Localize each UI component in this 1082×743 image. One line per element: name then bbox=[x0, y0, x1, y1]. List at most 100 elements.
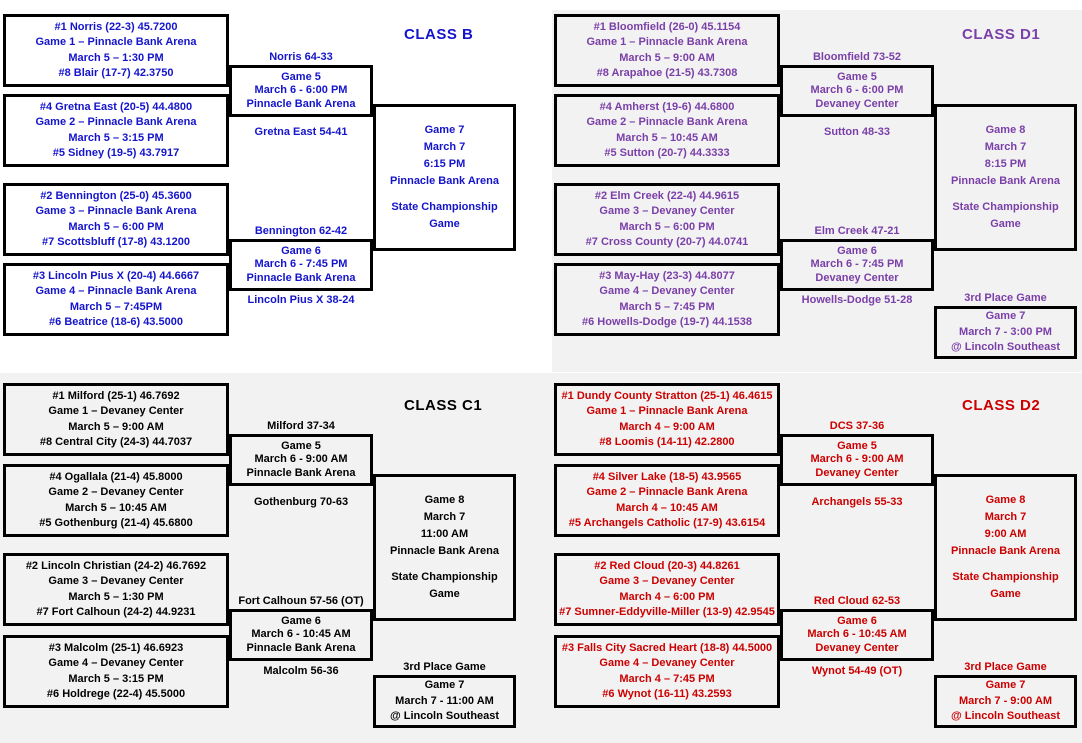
semifinal-box-game-6[interactable]: Game 6 March 6 - 10:45 AM Devaney Center bbox=[780, 609, 934, 661]
team-box-game-2[interactable]: #4 Ogallala (21-4) 45.8000 Game 2 – Deva… bbox=[3, 464, 229, 537]
semifinal-box-game-6[interactable]: Game 6 March 6 - 7:45 PM Devaney Center bbox=[780, 239, 934, 291]
team-line: Game 2 – Pinnacle Bank Arena bbox=[586, 486, 748, 499]
team-line: #8 Loomis (14-11) 42.2800 bbox=[599, 435, 735, 448]
semifinal-line: Game 6 bbox=[837, 244, 877, 257]
team-box-game-4[interactable]: #3 Malcolm (25-1) 46.6923 Game 4 – Devan… bbox=[3, 635, 229, 708]
final-subtitle-line: Game bbox=[429, 588, 460, 601]
winner-qf4: Wynot 54-49 (OT) bbox=[811, 665, 903, 677]
third-place-line: Game 7 bbox=[985, 309, 1026, 322]
team-line: #3 Lincoln Pius X (20-4) 44.6667 bbox=[32, 270, 200, 283]
winner-qf1: DCS 37-36 bbox=[829, 420, 885, 432]
team-line: #7 Scottsbluff (17-8) 43.1200 bbox=[42, 235, 190, 248]
team-box-game-4[interactable]: #3 May-Hay (23-3) 44.8077 Game 4 – Devan… bbox=[554, 263, 780, 336]
team-box-game-4[interactable]: #3 Lincoln Pius X (20-4) 44.6667 Game 4 … bbox=[3, 263, 229, 336]
winner-qf4: Lincoln Pius X 38-24 bbox=[247, 294, 355, 306]
final-subtitle-line: Game bbox=[429, 218, 460, 231]
final-box-game-7[interactable]: Game 7 March 7 6:15 PM Pinnacle Bank Are… bbox=[373, 104, 516, 251]
winner-qf1: Bloomfield 73-52 bbox=[812, 51, 902, 63]
class-title-c1: CLASS C1 bbox=[404, 397, 483, 414]
team-box-game-3[interactable]: #2 Red Cloud (20-3) 44.8261 Game 3 – Dev… bbox=[554, 553, 780, 626]
semifinal-box-game-6[interactable]: Game 6 March 6 - 7:45 PM Pinnacle Bank A… bbox=[229, 239, 373, 291]
team-box-game-3[interactable]: #2 Lincoln Christian (24-2) 46.7692 Game… bbox=[3, 553, 229, 626]
team-line: #6 Wynot (16-11) 43.2593 bbox=[602, 687, 732, 700]
team-line: March 4 – 9:00 AM bbox=[619, 420, 715, 433]
final-line: March 7 bbox=[984, 510, 1027, 523]
semifinal-box-game-5[interactable]: Game 5 March 6 - 6:00 PM Pinnacle Bank A… bbox=[229, 65, 373, 117]
team-line: #5 Sutton (20-7) 44.3333 bbox=[604, 146, 730, 159]
final-line: 11:00 AM bbox=[420, 527, 469, 540]
team-line: Game 1 – Devaney Center bbox=[48, 405, 184, 418]
team-line: March 4 – 6:00 PM bbox=[619, 590, 715, 603]
semifinal-box-game-5[interactable]: Game 5 March 6 - 9:00 AM Devaney Center bbox=[780, 434, 934, 486]
final-subtitle-line: Game bbox=[990, 588, 1021, 601]
third-place-box-game-7[interactable]: Game 7 March 7 - 11:00 AM @ Lincoln Sout… bbox=[373, 675, 516, 728]
team-box-game-3[interactable]: #2 Elm Creek (22-4) 44.9615 Game 3 – Dev… bbox=[554, 183, 780, 256]
team-line: March 5 – 10:45 AM bbox=[65, 501, 167, 514]
final-subtitle-line: State Championship bbox=[952, 201, 1059, 214]
bracket-class-b: CLASS B #1 Norris (22-3) 45.7200 Game 1 … bbox=[0, 0, 541, 372]
semifinal-box-game-5[interactable]: Game 5 March 6 - 9:00 AM Pinnacle Bank A… bbox=[229, 434, 373, 486]
team-line: Game 4 – Pinnacle Bank Arena bbox=[35, 285, 197, 298]
team-line: #2 Bennington (25-0) 45.3600 bbox=[40, 190, 192, 203]
semifinal-line: Devaney Center bbox=[815, 97, 899, 110]
final-box-game-8[interactable]: Game 8 March 7 9:00 AM Pinnacle Bank Are… bbox=[934, 474, 1077, 621]
winner-qf2: Sutton 48-33 bbox=[823, 126, 890, 138]
winner-qf3: Fort Calhoun 57-56 (OT) bbox=[238, 595, 364, 607]
semifinal-line: March 6 - 6:00 PM bbox=[810, 84, 904, 97]
final-subtitle-line: State Championship bbox=[952, 571, 1059, 584]
semifinal-line: March 6 - 6:00 PM bbox=[254, 84, 348, 97]
team-line: #5 Gothenburg (21-4) 45.6800 bbox=[39, 516, 193, 529]
semifinal-line: Game 6 bbox=[281, 614, 321, 627]
semifinal-line: Game 6 bbox=[281, 244, 321, 257]
team-line: #6 Holdrege (22-4) 45.5000 bbox=[46, 687, 186, 700]
team-box-game-2[interactable]: #4 Gretna East (20-5) 44.4800 Game 2 – P… bbox=[3, 94, 229, 167]
team-box-game-1[interactable]: #1 Dundy County Stratton (25-1) 46.4615 … bbox=[554, 383, 780, 456]
final-line: Game 8 bbox=[985, 493, 1026, 506]
team-line: #4 Silver Lake (18-5) 43.9565 bbox=[592, 471, 742, 484]
team-line: #3 Malcolm (25-1) 46.6923 bbox=[48, 642, 184, 655]
team-box-game-1[interactable]: #1 Norris (22-3) 45.7200 Game 1 – Pinnac… bbox=[3, 14, 229, 87]
final-line: March 7 bbox=[984, 140, 1027, 153]
semifinal-box-game-5[interactable]: Game 5 March 6 - 6:00 PM Devaney Center bbox=[780, 65, 934, 117]
final-line: March 7 bbox=[423, 510, 466, 523]
semifinal-line: March 6 - 7:45 PM bbox=[810, 258, 904, 271]
team-line: March 5 – 1:30 PM bbox=[68, 51, 164, 64]
team-box-game-2[interactable]: #4 Silver Lake (18-5) 43.9565 Game 2 – P… bbox=[554, 464, 780, 537]
class-title-d1: CLASS D1 bbox=[962, 26, 1041, 43]
team-box-game-1[interactable]: #1 Milford (25-1) 46.7692 Game 1 – Devan… bbox=[3, 383, 229, 456]
third-place-line: March 7 - 11:00 AM bbox=[395, 694, 494, 707]
team-line: #8 Arapahoe (21-5) 43.7308 bbox=[596, 66, 738, 79]
team-box-game-2[interactable]: #4 Amherst (19-6) 44.6800 Game 2 – Pinna… bbox=[554, 94, 780, 167]
team-box-game-4[interactable]: #3 Falls City Sacred Heart (18-8) 44.500… bbox=[554, 635, 780, 708]
team-box-game-1[interactable]: #1 Bloomfield (26-0) 45.1154 Game 1 – Pi… bbox=[554, 14, 780, 87]
final-line: 6:15 PM bbox=[423, 157, 466, 170]
final-subtitle-line: State Championship bbox=[391, 571, 498, 584]
team-line: Game 1 – Pinnacle Bank Arena bbox=[35, 36, 197, 49]
team-line: #2 Lincoln Christian (24-2) 46.7692 bbox=[25, 560, 207, 573]
team-line: Game 3 – Devaney Center bbox=[599, 575, 735, 588]
third-place-label: 3rd Place Game bbox=[964, 661, 1047, 673]
semifinal-line: Pinnacle Bank Arena bbox=[246, 271, 356, 284]
final-box-game-8[interactable]: Game 8 March 7 11:00 AM Pinnacle Bank Ar… bbox=[373, 474, 516, 621]
winner-qf3: Elm Creek 47-21 bbox=[814, 225, 900, 237]
semifinal-line: Pinnacle Bank Arena bbox=[246, 466, 356, 479]
team-box-game-3[interactable]: #2 Bennington (25-0) 45.3600 Game 3 – Pi… bbox=[3, 183, 229, 256]
team-line: Game 2 – Pinnacle Bank Arena bbox=[35, 116, 197, 129]
team-line: #8 Blair (17-7) 42.3750 bbox=[58, 66, 174, 79]
third-place-box-game-7[interactable]: Game 7 March 7 - 9:00 AM @ Lincoln South… bbox=[934, 675, 1077, 728]
team-line: #7 Fort Calhoun (24-2) 44.9231 bbox=[36, 605, 196, 618]
semifinal-line: Devaney Center bbox=[815, 271, 899, 284]
semifinal-box-game-6[interactable]: Game 6 March 6 - 10:45 AM Pinnacle Bank … bbox=[229, 609, 373, 661]
final-line: March 7 bbox=[423, 140, 466, 153]
team-line: #3 Falls City Sacred Heart (18-8) 44.500… bbox=[561, 642, 773, 655]
final-box-game-8[interactable]: Game 8 March 7 8:15 PM Pinnacle Bank Are… bbox=[934, 104, 1077, 251]
final-line: 8:15 PM bbox=[984, 157, 1027, 170]
bracket-class-c1: CLASS C1 #1 Milford (25-1) 46.7692 Game … bbox=[0, 373, 541, 743]
semifinal-line: March 6 - 9:00 AM bbox=[810, 453, 904, 466]
team-line: Game 3 – Pinnacle Bank Arena bbox=[35, 205, 197, 218]
semifinal-line: Game 5 bbox=[837, 439, 877, 452]
semifinal-line: Game 5 bbox=[837, 70, 877, 83]
team-line: March 5 – 9:00 AM bbox=[619, 51, 715, 64]
third-place-box-game-7[interactable]: Game 7 March 7 - 3:00 PM @ Lincoln South… bbox=[934, 306, 1077, 359]
team-line: Game 2 – Pinnacle Bank Arena bbox=[586, 116, 748, 129]
